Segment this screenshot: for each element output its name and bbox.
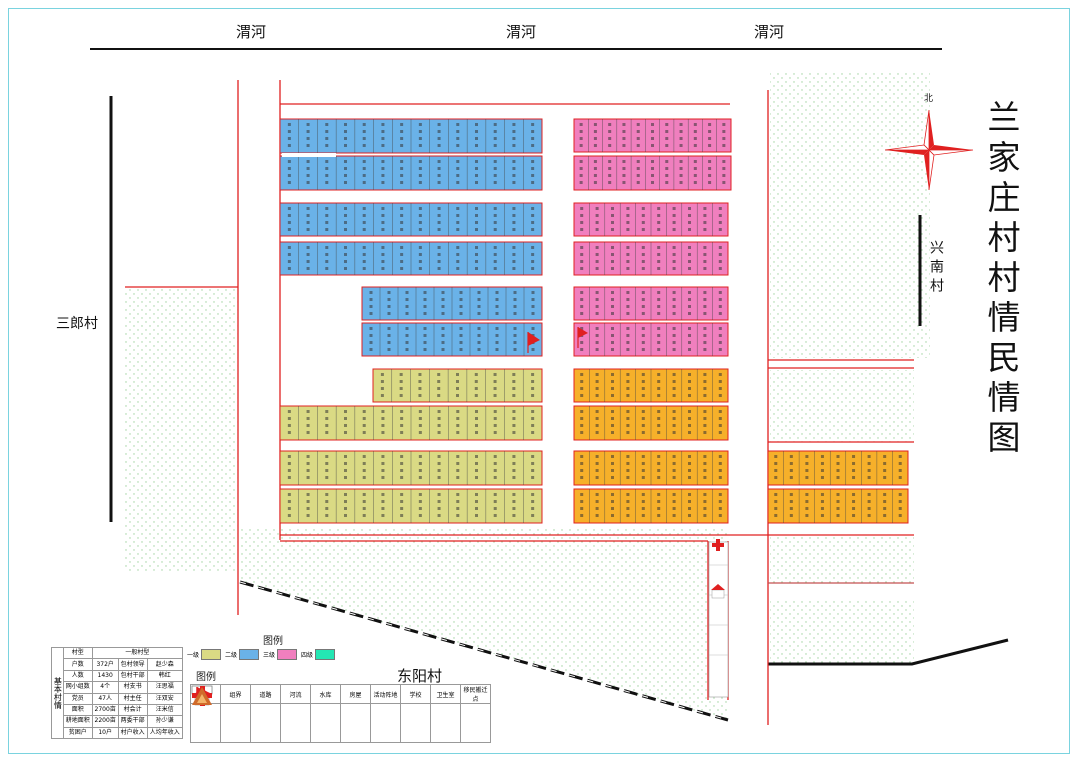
info-cell: 赵少森 — [146, 658, 184, 671]
info-cell: 耕地面积 — [62, 715, 93, 728]
grade-legend-item: 二级 — [225, 649, 261, 660]
info-cell: 372户 — [91, 658, 119, 671]
symbol-legend-title: 图例 — [196, 668, 216, 683]
orange-line-icon — [191, 687, 251, 743]
info-row: 基本村情村型一般村型 — [51, 646, 184, 739]
west-village-label: 三郎村 — [56, 316, 98, 332]
info-side-label: 基本村情 — [51, 647, 64, 739]
blue-dash-icon — [191, 686, 311, 743]
river-label-1: 渭河 — [236, 23, 266, 41]
cyan-box-icon — [191, 685, 341, 743]
info-cell: 包村领导 — [117, 658, 148, 671]
info-cell: 村型 — [62, 646, 93, 660]
symbol-legend-label: 水库 — [310, 684, 341, 704]
info-cell: 村主任 — [117, 692, 148, 705]
info-cell: 网小组数 — [62, 681, 93, 694]
symbol-legend-label: 移民搬迁点 — [460, 684, 491, 704]
info-cell: 户数 — [62, 658, 93, 671]
grade-legend-item: 四级 — [301, 649, 337, 660]
grade-label: 一级 — [187, 652, 200, 659]
info-cell: 村支书 — [117, 681, 148, 694]
info-cell: 汪双安 — [146, 692, 184, 705]
grade-swatch — [201, 649, 222, 660]
info-cell: 2200亩 — [91, 715, 119, 728]
info-cell: 1430 — [91, 669, 119, 683]
info-cell: 人均年收入 — [146, 726, 184, 740]
info-cell: 汪米信 — [146, 703, 184, 717]
info-cell: 47人 — [91, 692, 119, 705]
symbol-legend-label: 道路 — [250, 684, 281, 704]
farmland-northeast — [770, 72, 930, 358]
map-title: 兰家庄村村情民情图 — [982, 100, 1021, 460]
symbol-legend-label: 房屋 — [340, 684, 371, 704]
symbol-legend-label: 学校 — [400, 684, 431, 704]
info-cell: 10户 — [91, 726, 119, 740]
north-label: 北 — [924, 93, 933, 104]
orange-triangle-icon — [191, 686, 491, 743]
grade-legend-title: 图例 — [263, 632, 283, 647]
info-cell: 村会计 — [117, 703, 148, 717]
symbol-legend: 村界组界道路河流水库房屋活动阵地学校卫生室移民搬迁点 — [190, 684, 491, 743]
info-cell: 面积 — [62, 703, 93, 717]
black-line-icon — [190, 687, 221, 743]
symbol-legend-label: 组界 — [220, 684, 251, 704]
farmland-west — [125, 288, 238, 573]
red-double-icon — [191, 686, 281, 743]
symbol-legend-label: 卫生室 — [430, 684, 461, 704]
grade-swatch — [315, 649, 336, 660]
grade-legend-item: 三级 — [263, 649, 299, 660]
symbol-legend-label: 活动阵地 — [370, 684, 401, 704]
north-compass-icon — [884, 109, 974, 191]
farmland-east-mid — [770, 370, 914, 442]
map-frame — [8, 8, 1070, 754]
info-cell: 贫困户 — [62, 726, 93, 740]
farmland-east-south — [770, 535, 914, 583]
info-cell: 人数 — [62, 669, 93, 683]
clinic-icon — [712, 539, 724, 551]
red-flag-icon — [195, 686, 401, 743]
east-village-label: 兴南村 — [928, 240, 944, 297]
info-cell: 村户收入 — [117, 726, 148, 740]
southeast-boundary — [768, 638, 1009, 666]
info-cell: 孙少谦 — [146, 715, 184, 728]
school-icon — [711, 584, 725, 599]
grade-swatch — [277, 649, 298, 660]
info-cell: 汪思福 — [146, 681, 184, 694]
red-roof-icon — [192, 687, 431, 743]
river-label-2: 渭河 — [506, 23, 536, 41]
south-village-label: 东阳村 — [397, 667, 442, 685]
river-label-3: 渭河 — [754, 23, 784, 41]
grade-label: 四级 — [301, 652, 314, 659]
farmland-south — [240, 528, 728, 720]
grade-label: 三级 — [263, 652, 276, 659]
activity-flag-icon — [527, 327, 588, 353]
grade-swatch — [239, 649, 260, 660]
white-box-icon — [191, 685, 371, 743]
grade-legend: 一级 二级 三级 四级 — [187, 649, 339, 660]
facility-column — [708, 541, 729, 698]
info-cell: 2700亩 — [91, 703, 119, 717]
info-cell: 党员 — [62, 692, 93, 705]
info-cell: 4个 — [91, 681, 119, 694]
grade-label: 二级 — [225, 652, 238, 659]
info-cell: 包村干部 — [117, 669, 148, 683]
symbol-legend-label: 河流 — [280, 684, 311, 704]
grade-legend-item: 一级 — [187, 649, 223, 660]
info-cell: 一般村型 — [91, 646, 184, 660]
farmland-southeast — [770, 600, 914, 664]
info-cell: 两委干部 — [117, 715, 148, 728]
info-cell: 韩红 — [146, 669, 184, 683]
red-cross-icon — [191, 685, 461, 743]
south-boundary-inner — [239, 581, 729, 721]
